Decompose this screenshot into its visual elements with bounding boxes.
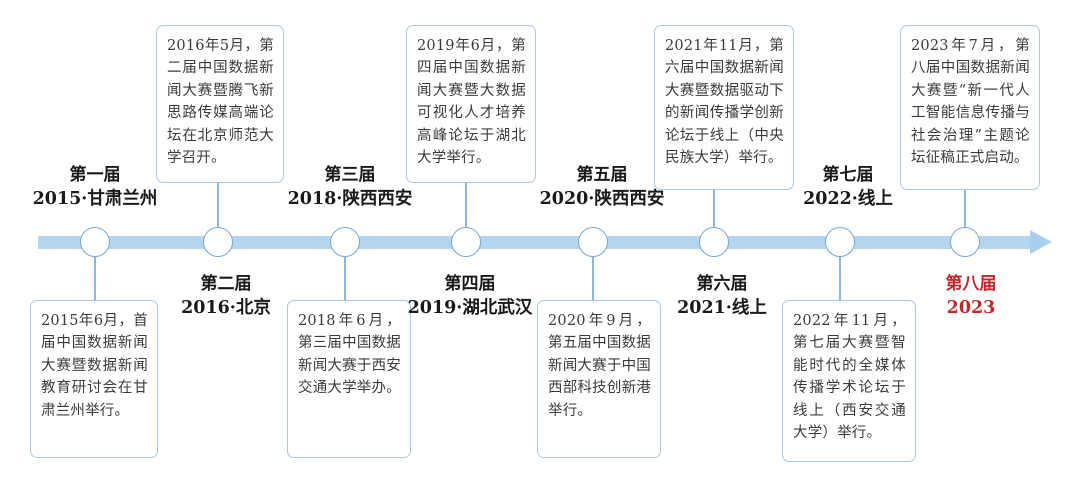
node-connector-line [217, 183, 219, 231]
event-place-label: 2023 [946, 298, 996, 319]
event-caption: 第八届 2023 [871, 272, 1071, 321]
event-detail-box: 2015年6月，首届中国数据新闻大赛暨数据新闻教育研讨会在甘肃兰州举行。 [30, 300, 158, 458]
event-ordinal-label: 第二届 [200, 274, 252, 294]
timeline-node-2019[interactable] [451, 227, 481, 257]
timeline-node-2016[interactable] [203, 227, 233, 257]
timeline-node-2018[interactable] [330, 227, 360, 257]
event-place-label: 2018·陕西西安 [287, 189, 413, 210]
event-caption: 第三届 2018·陕西西安 [250, 163, 450, 212]
timeline-axis-bar [38, 236, 1033, 249]
event-ordinal-label: 第五届 [576, 165, 628, 185]
event-place-label: 2015·甘肃兰州 [32, 189, 158, 210]
event-caption: 第五届 2020·陕西西安 [502, 163, 702, 212]
event-place-label: 2016·北京 [181, 298, 271, 319]
event-caption: 第一届 2015·甘肃兰州 [0, 163, 195, 212]
event-place-label: 2022·线上 [803, 189, 893, 210]
timeline-node-2023[interactable] [950, 227, 980, 257]
event-detail-box: 2018年6月，第三届中国数据新闻大赛于西安交通大学举办。 [287, 300, 411, 458]
timeline-node-2020[interactable] [578, 227, 608, 257]
timeline-node-2015[interactable] [80, 227, 110, 257]
event-place-label: 2019·湖北武汉 [407, 298, 533, 319]
event-detail-box: 2016年5月，第二届中国数据新闻大赛暨腾飞新思路传媒高端论坛在北京师范大学召开… [156, 25, 284, 183]
event-place-label: 2021·线上 [677, 298, 767, 319]
event-ordinal-label: 第一届 [69, 165, 121, 185]
node-connector-line [713, 190, 715, 231]
event-ordinal-label: 第六届 [696, 274, 748, 294]
event-caption: 第二届 2016·北京 [126, 272, 326, 321]
event-ordinal-label: 第七届 [822, 165, 874, 185]
timeline-node-2022[interactable] [825, 227, 855, 257]
event-place-label: 2020·陕西西安 [539, 189, 665, 210]
event-caption: 第四届 2019·湖北武汉 [370, 272, 570, 321]
node-connector-line [839, 253, 841, 300]
event-detail-box: 2022年11月，第七届大赛暨智能时代的全媒体传播学术论坛于线上（西安交通大学）… [782, 300, 916, 462]
node-connector-line [465, 183, 467, 231]
event-ordinal-label: 第八届 [945, 274, 997, 294]
event-ordinal-label: 第三届 [324, 165, 376, 185]
event-detail-box: 2020年9月，第五届中国数据新闻大赛于中国西部科技创新港举行。 [537, 300, 661, 458]
event-caption: 第六届 2021·线上 [622, 272, 822, 321]
timeline-node-2021[interactable] [699, 227, 729, 257]
node-connector-line [94, 253, 96, 300]
event-detail-box: 2021年11月，第六届中国数据新闻大赛暨数据驱动下的新闻传播学创新论坛于线上（… [654, 25, 794, 190]
node-connector-line [964, 190, 966, 231]
node-connector-line [344, 253, 346, 300]
event-detail-box: 2023年7月，第八届中国数据新闻大赛暨“新一代人工智能信息传播与社会治理”主题… [900, 25, 1040, 190]
timeline-axis-arrowhead [1030, 230, 1052, 254]
event-ordinal-label: 第四届 [444, 274, 496, 294]
event-detail-box: 2019年6月，第四届中国数据新闻大赛暨大数据可视化人才培养高峰论坛于湖北大学举… [406, 25, 536, 183]
event-caption: 第七届 2022·线上 [748, 163, 948, 212]
node-connector-line [592, 253, 594, 300]
